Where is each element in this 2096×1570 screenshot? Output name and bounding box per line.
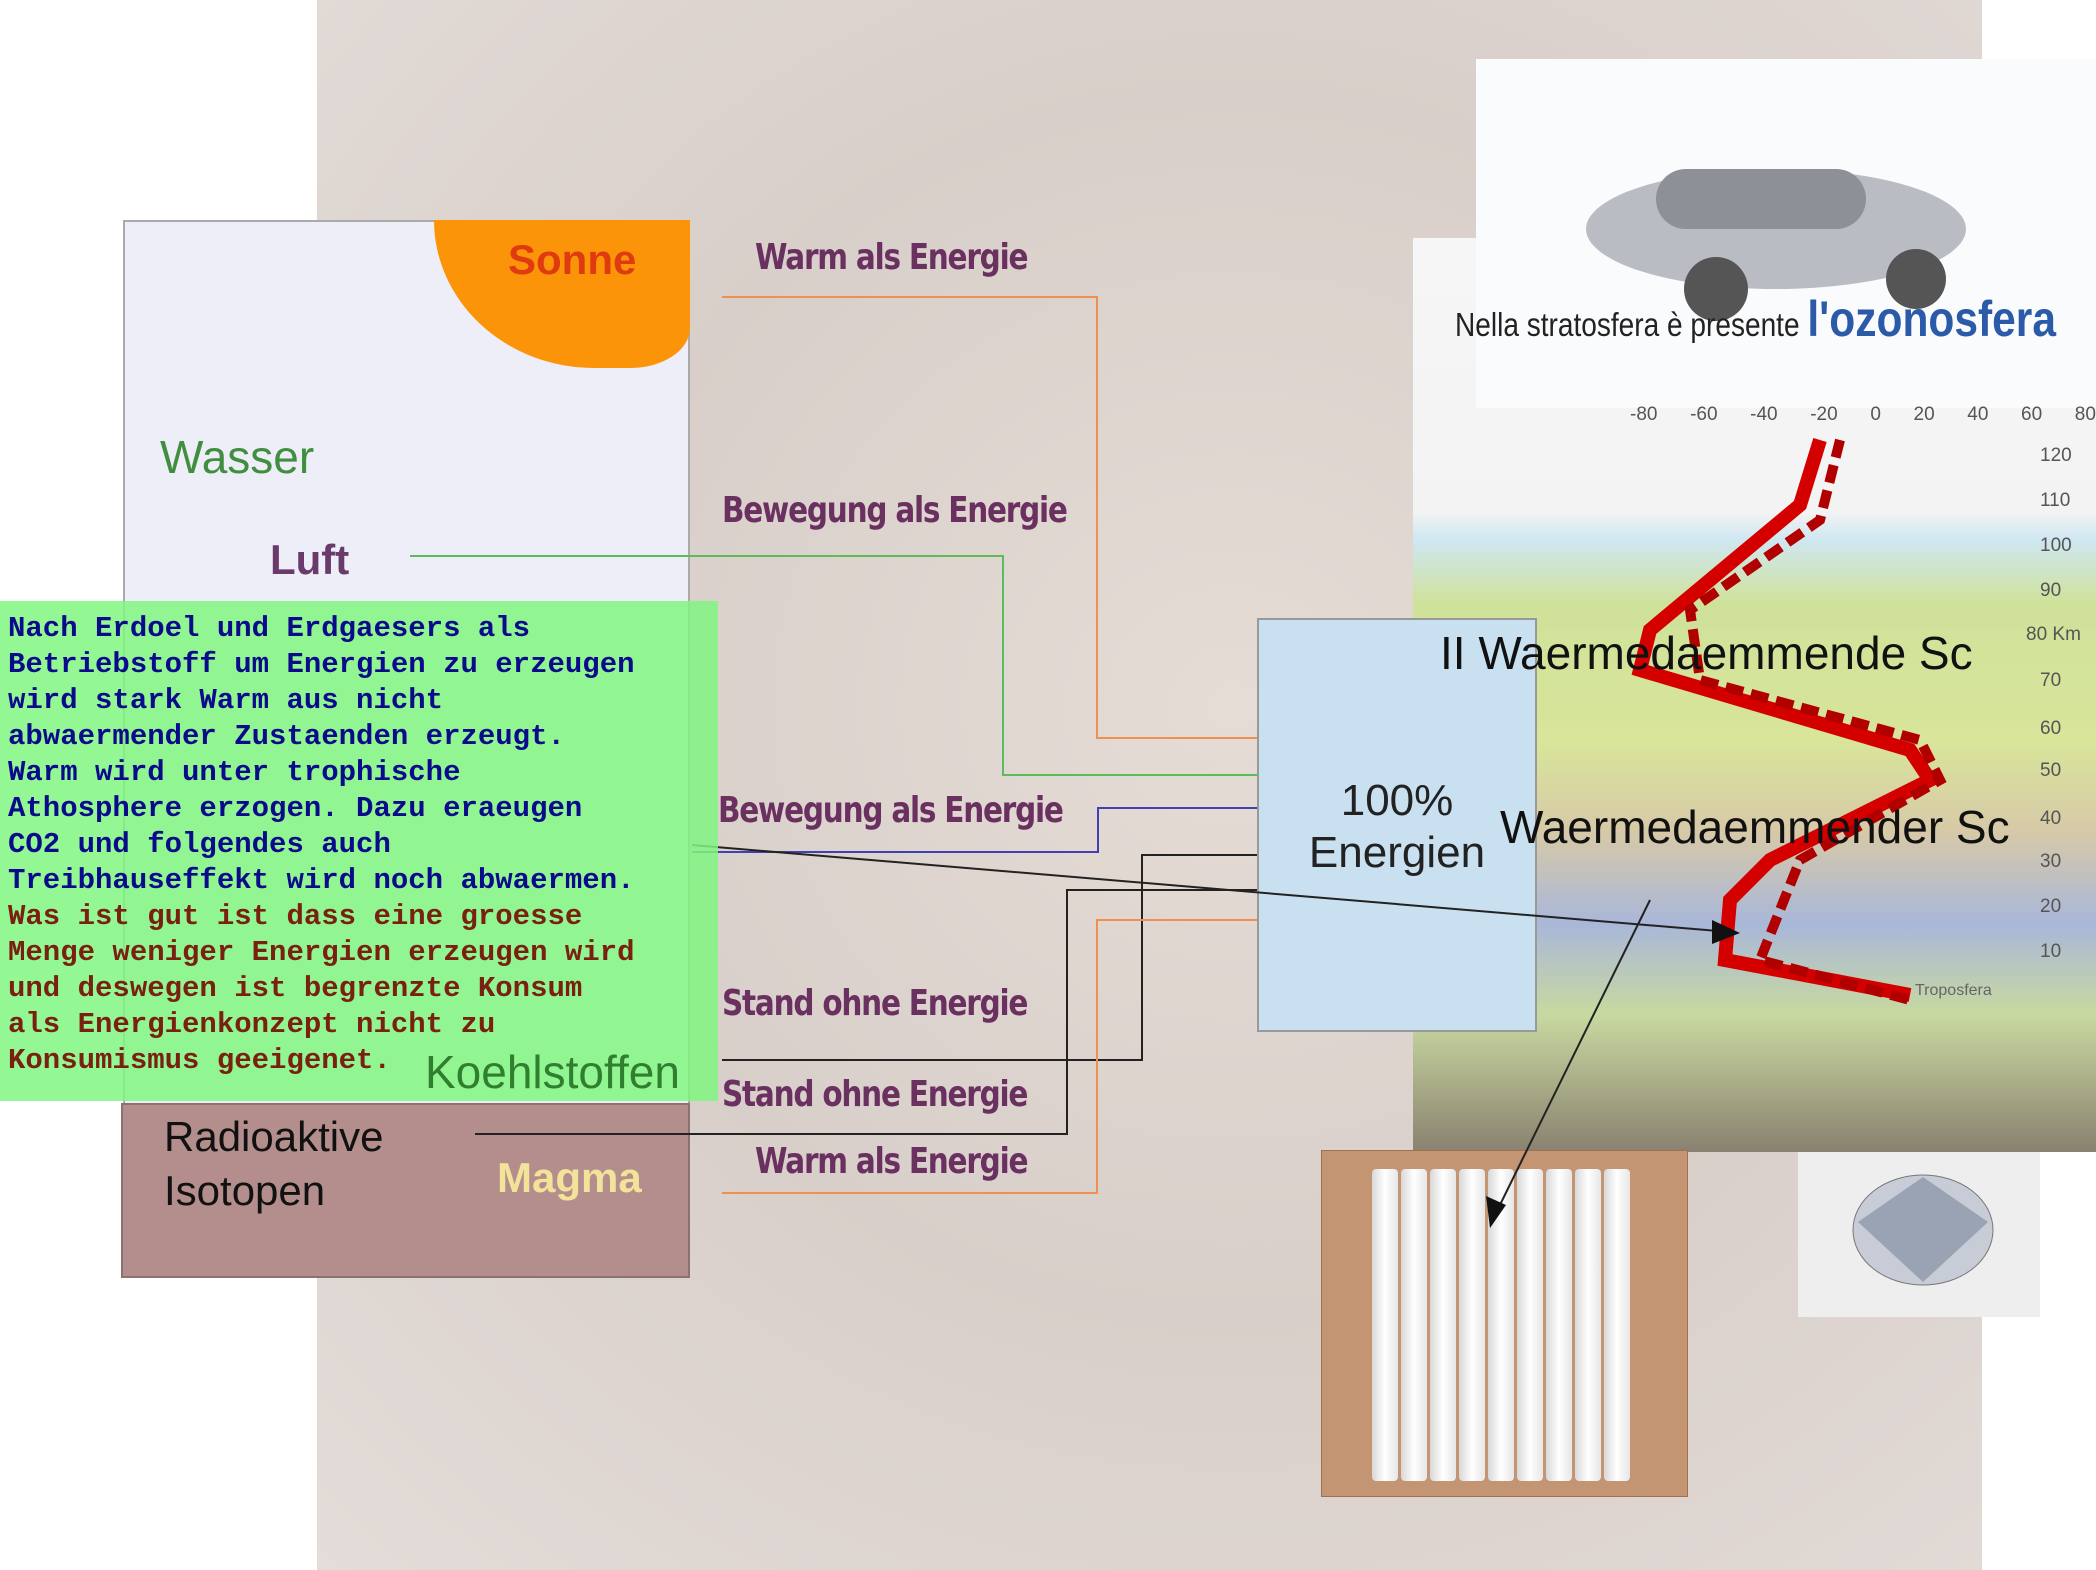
energy-percent: 100% <box>1340 776 1454 825</box>
x-tick: -20 <box>1810 404 1838 425</box>
y-tick: 90 <box>2040 580 2062 601</box>
radiator-image <box>1321 1150 1688 1497</box>
flow-label-motion-1: Bewegung als Energie <box>722 490 1068 531</box>
km-label: 80 Km <box>2026 624 2081 645</box>
x-tick: -60 <box>1690 404 1718 425</box>
layer2-label: II Waermedaemmende Sc <box>1440 627 1973 679</box>
flow-label-heat-2: Warm als Energie <box>755 1141 1028 1182</box>
note-blue-line: Betriebstoff um Energien zu erzeugen <box>8 648 635 681</box>
radiator-fin <box>1575 1169 1601 1481</box>
y-tick: 20 <box>2040 896 2062 917</box>
y-tick: 50 <box>2040 760 2062 781</box>
x-tick: -80 <box>1630 404 1658 425</box>
flow-label-static-2: Stand ohne Energie <box>722 1074 1028 1115</box>
note-red-line: als Energienkonzept nicht zu <box>8 1008 496 1041</box>
energy-label: Energien <box>1308 828 1486 877</box>
radiator-fin <box>1430 1169 1456 1481</box>
radiator-fin <box>1372 1169 1398 1481</box>
diamond-image <box>1798 1152 2040 1317</box>
x-tick: 20 <box>1913 404 1935 425</box>
caption-big: l'ozonosfera <box>1807 291 2056 347</box>
note-blue-line: CO2 und folgendes auch <box>8 828 391 861</box>
flow-label-motion-2: Bewegung als Energie <box>718 790 1064 831</box>
flow-label-static-1: Stand ohne Energie <box>722 983 1028 1024</box>
note-blue-line: Nach Erdoel und Erdgaesers als <box>8 612 531 645</box>
y-tick: 10 <box>2040 941 2062 962</box>
note-red-line: und deswegen ist begrenzte Konsum <box>8 972 583 1005</box>
y-tick: 120 <box>2040 445 2072 466</box>
y-tick: 30 <box>2040 851 2062 872</box>
x-tick: 80 <box>2074 404 2096 425</box>
x-axis-ticks: -80 -60 -40 -20 0 20 40 60 80 <box>1630 404 2096 426</box>
sun-label: Sonne <box>508 236 637 283</box>
air-label: Luft <box>270 536 350 583</box>
radiator-fin <box>1401 1169 1427 1481</box>
carbon-label: Koehlstoffen <box>425 1046 680 1098</box>
x-tick: 0 <box>1870 404 1881 425</box>
caption-text: Nella stratosfera è presente <box>1455 306 1800 343</box>
radiator-fin <box>1459 1169 1485 1481</box>
magma-label: Magma <box>497 1154 642 1201</box>
troposphere-label: Troposfera <box>1915 982 1992 999</box>
radiator-fin <box>1517 1169 1543 1481</box>
note-blue-line: abwaermender Zustaenden erzeugt. <box>8 720 565 753</box>
note-red-line: Konsumismus geeigenet. <box>8 1044 391 1077</box>
magma-box <box>121 1103 690 1278</box>
note-red-line: Menge weniger Energien erzeugen wird <box>8 936 635 969</box>
flow-label-heat-1: Warm als Energie <box>755 237 1028 278</box>
layer1-label: Waermedaemmender Sc <box>1500 801 2010 853</box>
radiator-fin <box>1604 1169 1630 1481</box>
y-tick: 100 <box>2040 535 2072 556</box>
radiator-fin <box>1546 1169 1572 1481</box>
isotopes-text: Isotopen <box>164 1167 326 1214</box>
note-blue-line: wird stark Warm aus nicht <box>8 684 444 717</box>
y-tick: 40 <box>2040 808 2062 829</box>
y-tick: 70 <box>2040 670 2062 691</box>
note-red-line: Was ist gut ist dass eine groesse <box>8 900 583 933</box>
x-tick: 60 <box>2021 404 2043 425</box>
x-tick: 40 <box>1967 404 1989 425</box>
total-energy-box: 100%Energien <box>1257 618 1537 1032</box>
y-tick: 110 <box>2040 490 2071 511</box>
ozone-caption: Nella stratosfera è presente l'ozonosfer… <box>1455 290 2056 348</box>
x-tick: -40 <box>1750 404 1778 425</box>
note-blue-line: Warm wird unter trophische <box>8 756 461 789</box>
note-blue-line: Treibhauseffekt wird noch abwaermen. <box>8 864 635 897</box>
car-components-image <box>1476 59 2096 408</box>
y-tick: 60 <box>2040 718 2062 739</box>
note-blue-line: Athosphere erzogen. Dazu eraeugen <box>8 792 583 825</box>
radioactive-text: Radioaktive <box>164 1113 384 1160</box>
water-label: Wasser <box>160 431 315 483</box>
